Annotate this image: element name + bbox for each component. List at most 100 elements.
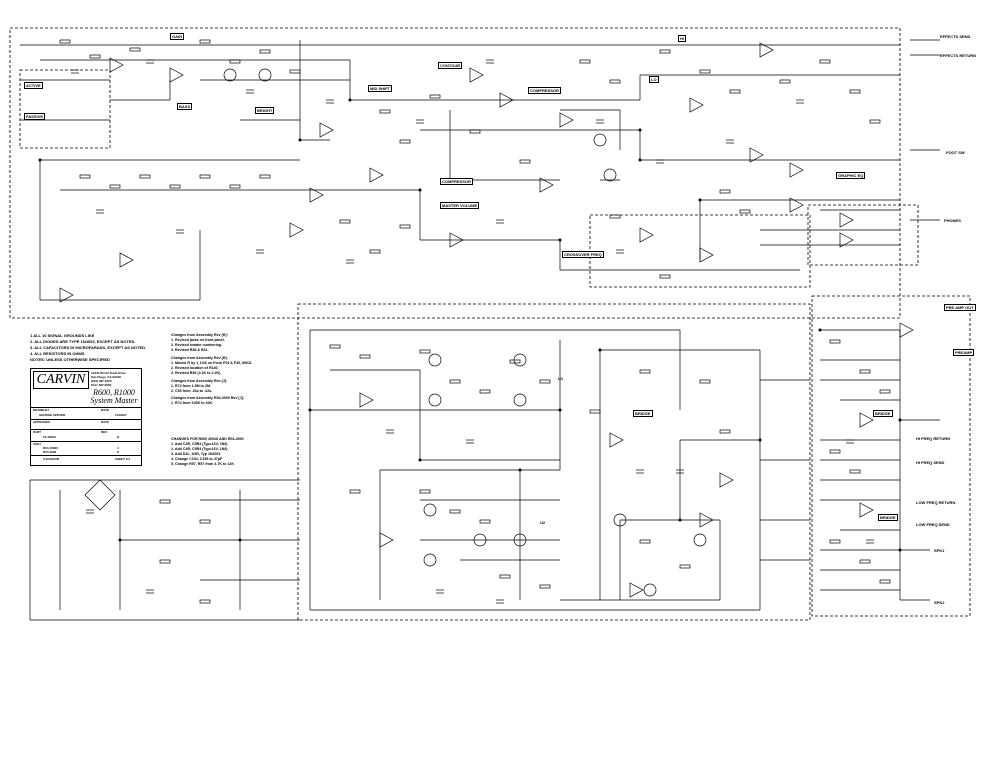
resistor-symbol [819,59,831,64]
change-line: 3. Revised R38 & R41. [171,348,209,352]
op-amp-symbol [359,392,374,408]
transistor-symbol [428,393,442,407]
junction-dot [678,518,682,522]
op-amp-symbol [859,502,874,518]
label-effects-send: EFFECTS SEND [940,34,971,39]
assembly-2: R04-4000 [43,450,57,454]
junction-dot [518,468,522,472]
junction-dot [298,138,302,142]
note-line: 3. ALL CAPACITORS IN MICROFARADS, EXCEPT… [30,345,147,350]
rev-label: REV [101,430,108,434]
resistor-symbol [739,209,751,214]
op-amp-symbol [689,97,704,113]
label-u1: U1 [558,376,564,381]
resistor-symbol [829,449,841,454]
label-pre-amp-out: PRE AMP OUT [944,304,976,311]
label-bridge-2: BRIDGE [873,410,893,417]
label-spk1: SPK1 [934,548,945,553]
op-amp-symbol [719,472,734,488]
op-amp-symbol [59,287,74,303]
resistor-symbol [339,219,351,224]
label-master-volume: MASTER VOLUME [440,202,480,209]
section-frame [19,69,111,149]
label-bright: BRIGHT [255,107,275,114]
label-passive: PASSIVE [24,113,46,120]
change-line: Changes from Assembly Rev [J]: [171,379,228,383]
change-line: 1. Revised jacks on front panel. [171,338,225,342]
junction-dot [898,548,902,552]
resistor-symbol [419,349,431,354]
drawn-label: DRAWN BY [33,408,50,412]
resistor-symbol [659,274,671,279]
transistor-symbol [423,503,437,517]
resistor-symbol [639,539,651,544]
revision: H [117,435,120,439]
section-frame [811,295,971,617]
label-hi-freq-return: HI FREQ RETURN [916,436,950,441]
resistor-symbol [859,369,871,374]
resistor-symbol [499,574,511,579]
transistor-symbol [693,533,707,547]
part-number: 72-40000 [43,435,56,439]
resistor-symbol [539,379,551,384]
resistor-symbol [539,584,551,589]
part-label: PART [33,430,41,434]
change-line: 1. Moved R by 1, D26 on Form F03 & F40, … [171,361,253,365]
label-gain: GAIN [170,33,184,40]
op-amp-symbol [699,512,714,528]
junction-dot [238,538,242,542]
resistor-symbol [699,379,711,384]
label-phones: PHONES [944,218,961,223]
section-frame [807,204,919,266]
junction-dot [118,538,122,542]
approved-label: APPROVED [33,420,50,424]
change-line: Changes from Assembly R04-4000 Rev [J]: [171,396,244,400]
label-hi: HI [678,35,686,42]
divider [31,419,141,420]
label-contour: CONTOUR [438,62,463,69]
junction-dot [898,418,902,422]
resistor-symbol [509,359,521,364]
note-line: 4. ALL RESISTORS IN OHMS [30,351,85,356]
resistor-symbol [679,564,691,569]
assy-label: ASSY [33,442,42,446]
resistor-symbol [259,49,271,54]
resistor-symbol [449,509,461,514]
label-graphic-eq: GRAPHIC EQ [836,172,866,179]
model-title: R600, R1000 System Master [89,389,139,405]
resistor-symbol [659,49,671,54]
change-line: 1. Add C4R, C5R4 (Typ=16V, 1N4) [171,442,228,446]
note-line: NOTES: UNLESS OTHERWISE SPECIFIED [30,357,110,362]
resistor-symbol [719,189,731,194]
op-amp-symbol [449,232,464,248]
resistor-symbol [399,224,411,229]
address-line: (619) 487-1600 [91,379,112,383]
label-spk2: SPK2 [934,600,945,605]
transistor-symbol [643,583,657,597]
resistor-symbol [229,184,241,189]
op-amp-symbol [839,212,854,228]
label-effects-return: EFFECTS RETURN [940,53,976,58]
op-amp-symbol [629,582,644,598]
junction-dot [348,98,352,102]
change-line: 1. R74 from 100K to 20K. [171,401,214,405]
label-bridge-1: BRIDGE [633,410,653,417]
model-line-1: R600, R1000 [93,388,135,397]
resistor-symbol [429,94,441,99]
junction-dots [38,98,902,552]
junction-dot [308,408,312,412]
change-line: 1. R74 from 1.5M to 2M. [171,384,211,388]
note-line: 2. ALL DIODES ARE TYPE 1N4003, EXCEPT AS… [30,339,136,344]
sheet-number: SHEET 1/1 [115,457,131,461]
resistor-symbol [879,579,891,584]
change-list-a: Changes from Assembly Rev [H]: 1. Revise… [171,333,228,353]
date-label-2: DATE [101,420,109,424]
op-amp-symbol [639,227,654,243]
dashed-section-frames [9,27,971,621]
resistor-symbol [79,174,91,179]
label-preamp: PREAMP [953,349,975,356]
resistor-symbol [779,79,791,84]
transistor-symbol [603,168,617,182]
divider [31,429,141,430]
